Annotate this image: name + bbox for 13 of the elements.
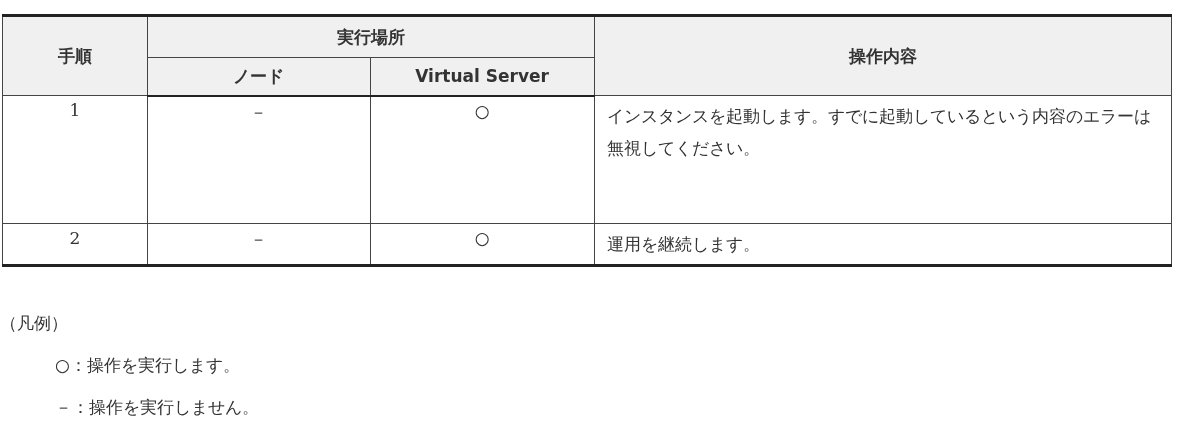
legend-heading: （凡例） <box>0 312 68 335</box>
table-cell: 1 <box>2 95 148 224</box>
table-cell: － <box>147 95 371 224</box>
column-header: 実行場所 <box>147 15 594 58</box>
table-cell: インスタンスを起動します。すでに起動しているという内容のエラーは無視してください。 <box>594 95 1172 224</box>
column-header: 操作内容 <box>594 15 1172 96</box>
table-cell: 2 <box>2 223 148 266</box>
column-header: 手順 <box>2 15 148 96</box>
column-header: Virtual Server <box>370 57 594 96</box>
table-cell: ○ <box>370 95 594 224</box>
legend-entry: －：操作を実行しません。 <box>55 396 259 419</box>
legend-entry: ○：操作を実行します。 <box>55 354 240 377</box>
column-header: ノード <box>147 57 371 96</box>
